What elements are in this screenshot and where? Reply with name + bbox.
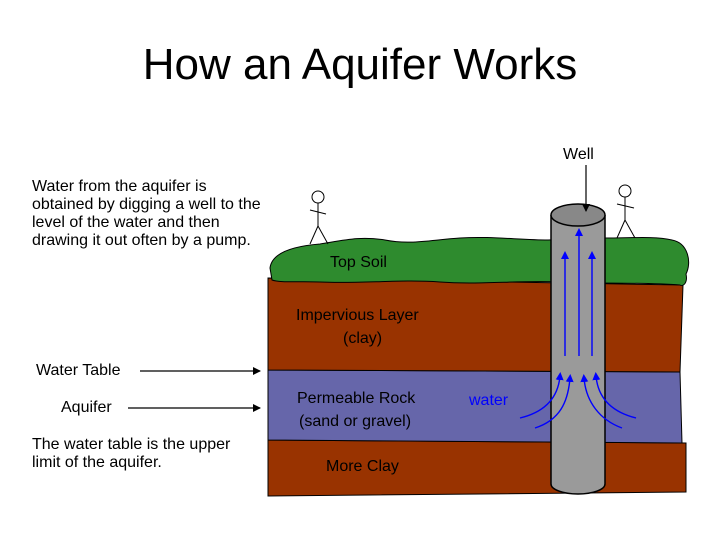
label-permeable-sub: (sand or gravel) xyxy=(299,413,411,430)
person-left-icon xyxy=(309,190,329,245)
impervious-layer xyxy=(267,277,684,373)
label-top-soil: Top Soil xyxy=(330,254,387,271)
label-well: Well xyxy=(563,146,594,163)
person-right-icon xyxy=(616,184,636,239)
flow-arrows xyxy=(519,228,637,429)
label-impervious-layer: Impervious Layer xyxy=(296,307,419,324)
label-more-clay: More Clay xyxy=(326,458,399,475)
label-water: water xyxy=(468,392,509,409)
well xyxy=(550,203,606,495)
intro-text: Water from the aquifer is obtained by di… xyxy=(32,178,261,249)
label-water-table: Water Table xyxy=(36,362,121,379)
label-aquifer: Aquifer xyxy=(61,399,112,416)
note-text: The water table is the upper limit of th… xyxy=(32,436,231,471)
page-title: How an Aquifer Works xyxy=(142,40,578,89)
label-impervious-sub: (clay) xyxy=(343,330,382,347)
label-permeable-rock: Permeable Rock xyxy=(297,390,416,407)
